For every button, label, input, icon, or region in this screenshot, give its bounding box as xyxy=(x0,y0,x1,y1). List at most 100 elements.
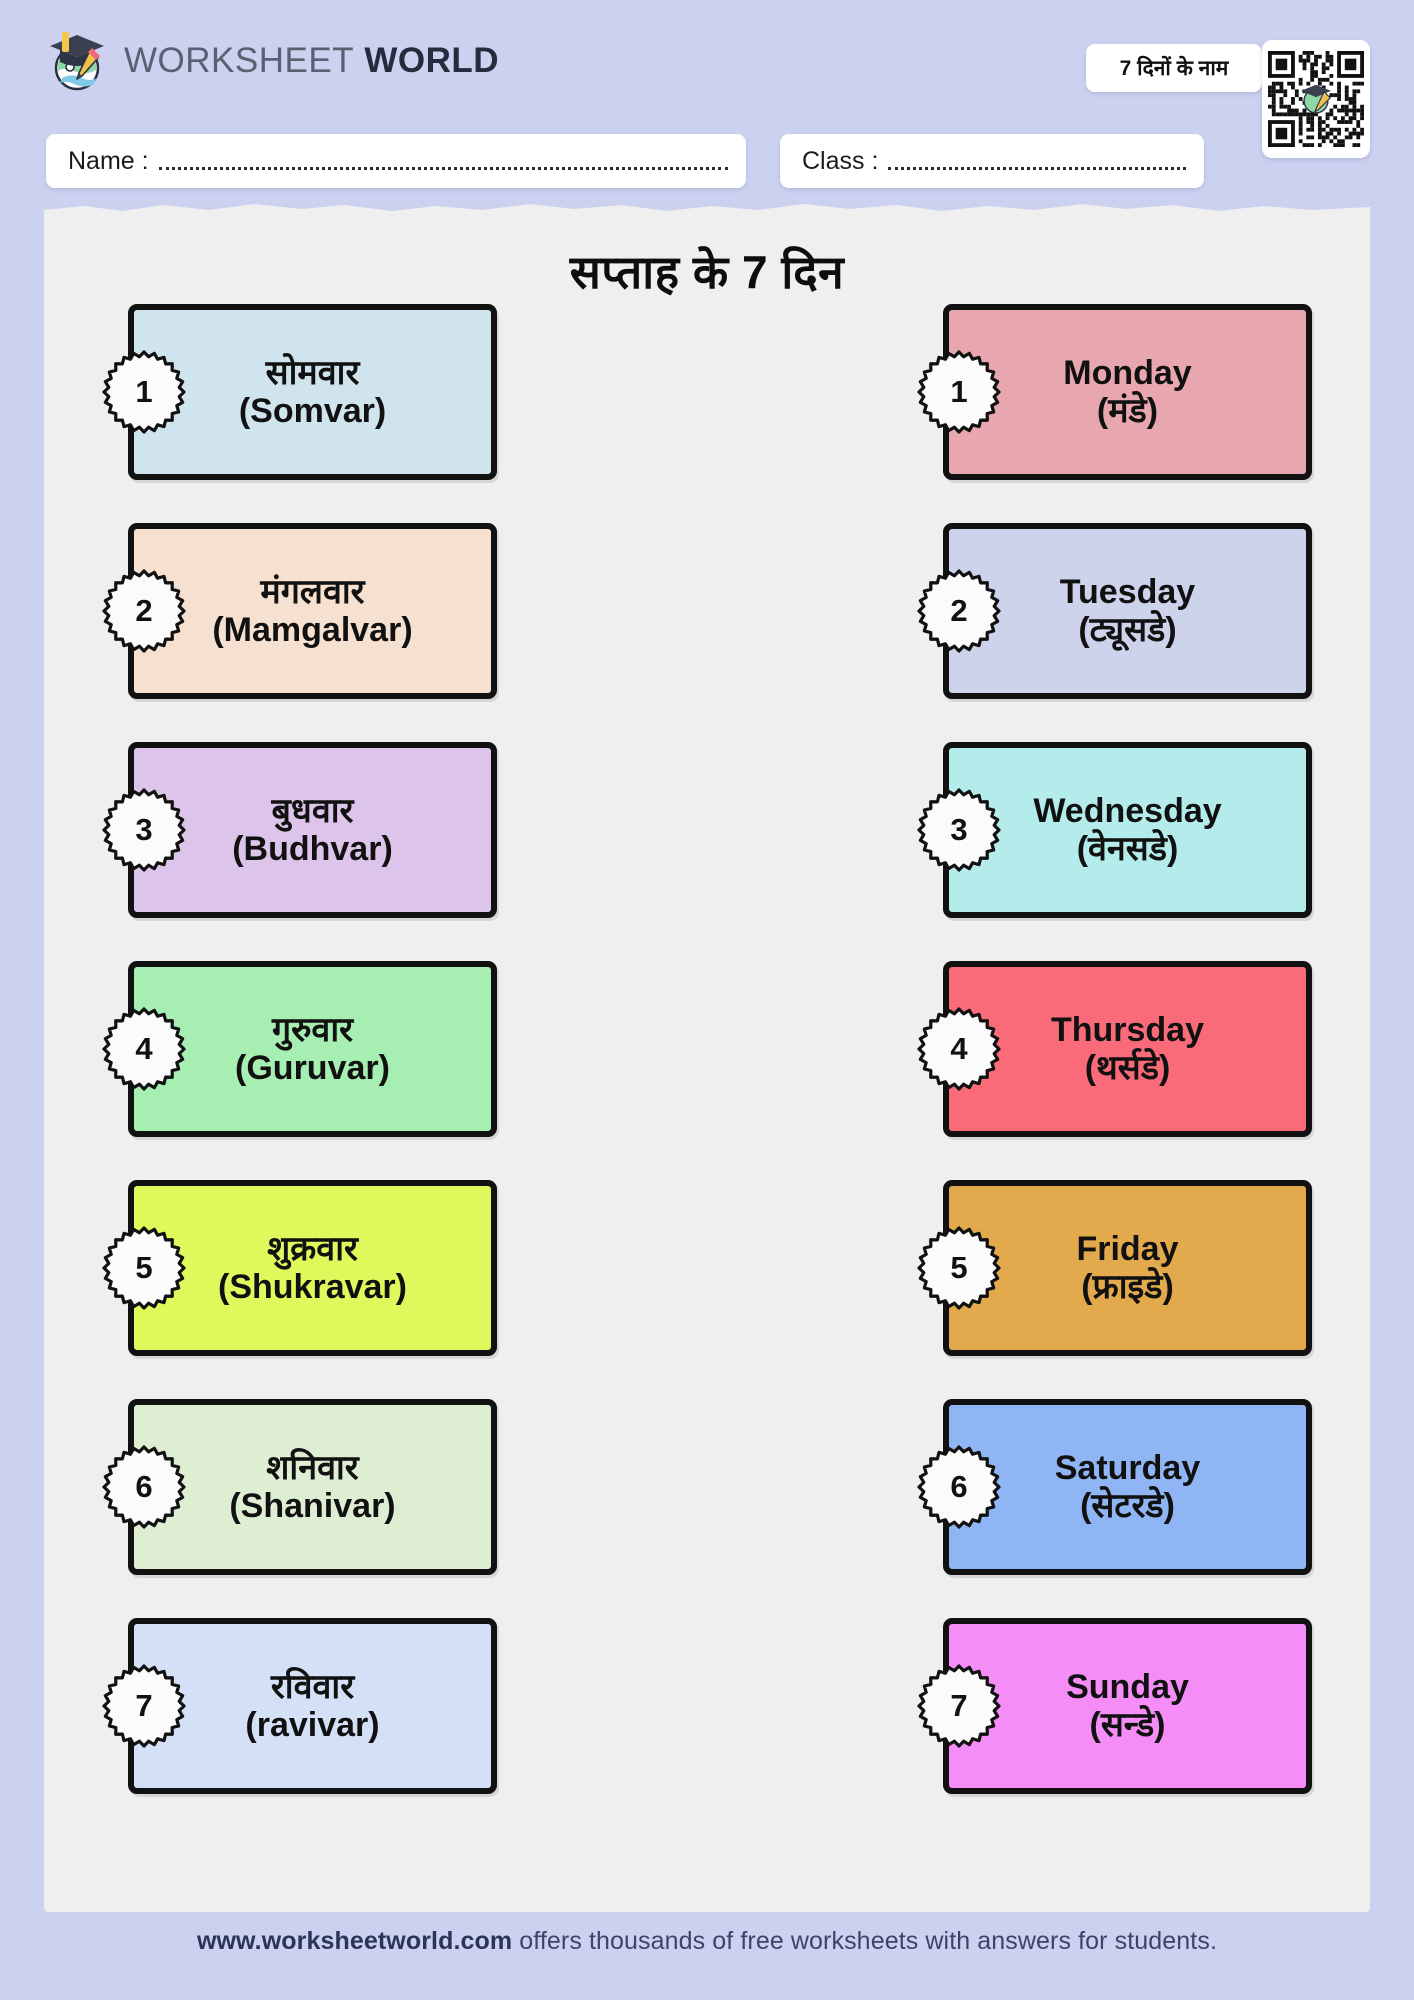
day-card-item: मंगलवार(Mamgalvar) 2 xyxy=(102,523,497,699)
day-card-secondary-label: (सन्डे) xyxy=(1089,1706,1166,1744)
class-field-label: Class : xyxy=(802,146,879,175)
day-card-number: 7 xyxy=(135,1688,153,1723)
starburst-icon xyxy=(102,350,186,434)
day-card-right-5[interactable]: Friday(फ्राइडे) xyxy=(943,1180,1312,1356)
topic-badge: 7 दिनों के नाम xyxy=(1086,44,1262,92)
starburst-number-badge: 1 xyxy=(102,350,186,434)
day-card-primary-label: गुरुवार xyxy=(271,1010,354,1049)
day-card-right-6[interactable]: Saturday(सेटरडे) xyxy=(943,1399,1312,1575)
starburst-number-badge: 4 xyxy=(102,1007,186,1091)
day-card-number: 7 xyxy=(950,1688,968,1723)
starburst-number-badge: 6 xyxy=(102,1445,186,1529)
day-card-number: 5 xyxy=(135,1250,153,1285)
starburst-number-badge: 7 xyxy=(102,1664,186,1748)
day-card-item: Wednesday(वेनसडे)3 xyxy=(917,742,1312,918)
starburst-number-badge: 2 xyxy=(917,569,1001,653)
day-card-left-4[interactable]: गुरुवार(Guruvar) xyxy=(128,961,497,1137)
day-card-item: Sunday(सन्डे)7 xyxy=(917,1618,1312,1794)
day-card-primary-label: शनिवार xyxy=(266,1448,359,1487)
brand: WORKSHEET WORLD xyxy=(46,28,499,94)
day-card-primary-label: शुक्रवार xyxy=(267,1229,358,1268)
day-card-left-5[interactable]: शुक्रवार(Shukravar) xyxy=(128,1180,497,1356)
day-card-number: 1 xyxy=(950,374,968,409)
day-card-primary-label: सोमवार xyxy=(265,353,360,392)
day-card-primary-label: Thursday xyxy=(1050,1010,1205,1049)
brand-word-world: WORLD xyxy=(364,41,500,80)
starburst-icon xyxy=(917,1007,1001,1091)
name-field[interactable]: Name : xyxy=(46,134,746,188)
qr-code[interactable] xyxy=(1262,40,1370,158)
day-card-primary-label: मंगलवार xyxy=(260,572,365,611)
footer: www.worksheetworld.com offers thousands … xyxy=(0,1927,1414,1956)
day-card-item: Friday(फ्राइडे)5 xyxy=(917,1180,1312,1356)
brand-word-worksheet: WORKSHEET xyxy=(124,41,355,80)
day-card-number: 4 xyxy=(135,1031,153,1066)
starburst-number-badge: 3 xyxy=(102,788,186,872)
day-card-secondary-label: (Shanivar) xyxy=(229,1487,396,1525)
starburst-icon xyxy=(102,569,186,653)
day-card-number: 4 xyxy=(950,1031,968,1066)
day-card-secondary-label: (मंडे) xyxy=(1096,392,1159,430)
starburst-icon xyxy=(917,569,1001,653)
day-card-right-3[interactable]: Wednesday(वेनसडे) xyxy=(943,742,1312,918)
day-card-right-4[interactable]: Thursday(थर्सडे) xyxy=(943,961,1312,1137)
day-card-primary-label: बुधवार xyxy=(271,791,354,830)
day-card-left-6[interactable]: शनिवार(Shanivar) xyxy=(128,1399,497,1575)
day-card-right-1[interactable]: Monday(मंडे) xyxy=(943,304,1312,480)
name-field-label: Name : xyxy=(68,146,149,175)
day-card-left-1[interactable]: सोमवार(Somvar) xyxy=(128,304,497,480)
brand-wordmark: WORKSHEET WORLD xyxy=(124,41,499,81)
starburst-number-badge: 6 xyxy=(917,1445,1001,1529)
day-card-secondary-label: (Mamgalvar) xyxy=(212,611,413,649)
footer-text: offers thousands of free worksheets with… xyxy=(512,1927,1218,1955)
footer-domain[interactable]: www.worksheetworld.com xyxy=(196,1927,513,1955)
day-card-right-7[interactable]: Sunday(सन्डे) xyxy=(943,1618,1312,1794)
starburst-number-badge: 2 xyxy=(102,569,186,653)
day-card-secondary-label: (Budhvar) xyxy=(232,830,393,868)
day-card-primary-label: Saturday xyxy=(1054,1448,1201,1487)
starburst-icon xyxy=(102,1664,186,1748)
starburst-number-badge: 7 xyxy=(917,1664,1001,1748)
page-title: सप्ताह के 7 दिन xyxy=(569,246,845,298)
torn-paper-edge xyxy=(44,198,1370,218)
day-card-primary-label: Monday xyxy=(1063,353,1192,392)
topic-badge-label: 7 दिनों के नाम xyxy=(1119,57,1229,80)
day-card-left-3[interactable]: बुधवार(Budhvar) xyxy=(128,742,497,918)
day-card-item: शनिवार(Shanivar)6 xyxy=(102,1399,497,1575)
day-card-item: Monday(मंडे)1 xyxy=(917,304,1312,480)
day-card-number: 5 xyxy=(950,1250,968,1285)
day-card-secondary-label: (फ्राइडे) xyxy=(1081,1268,1174,1306)
day-card-primary-label: Sunday xyxy=(1066,1667,1189,1706)
day-card-item: शुक्रवार(Shukravar)5 xyxy=(102,1180,497,1356)
day-card-primary-label: Tuesday xyxy=(1059,572,1196,611)
class-field-writing-line[interactable] xyxy=(888,166,1186,170)
day-card-item: बुधवार(Budhvar)3 xyxy=(102,742,497,918)
day-card-number: 6 xyxy=(135,1469,153,1504)
day-card-secondary-label: (ravivar) xyxy=(245,1706,380,1744)
starburst-icon xyxy=(102,1445,186,1529)
starburst-icon xyxy=(102,1226,186,1310)
day-card-number: 2 xyxy=(950,593,968,628)
day-card-secondary-label: (Shukravar) xyxy=(218,1268,407,1306)
starburst-number-badge: 5 xyxy=(102,1226,186,1310)
worksheet-world-logo-icon xyxy=(46,28,108,94)
starburst-icon xyxy=(917,1664,1001,1748)
starburst-number-badge: 5 xyxy=(917,1226,1001,1310)
day-card-secondary-label: (Somvar) xyxy=(238,392,387,430)
day-card-number: 3 xyxy=(135,812,153,847)
day-card-primary-label: Wednesday xyxy=(1033,791,1222,830)
day-card-left-7[interactable]: रविवार(ravivar) xyxy=(128,1618,497,1794)
starburst-icon xyxy=(102,1007,186,1091)
day-card-secondary-label: (वेनसडे) xyxy=(1076,830,1179,868)
day-card-number: 2 xyxy=(135,593,153,628)
name-field-writing-line[interactable] xyxy=(158,166,728,170)
day-card-secondary-label: (सेटरडे) xyxy=(1080,1487,1175,1525)
day-card-right-2[interactable]: Tuesday(ट्यूसडे) xyxy=(943,523,1312,699)
class-field[interactable]: Class : xyxy=(780,134,1204,188)
day-card-item: गुरुवार(Guruvar)4 xyxy=(102,961,497,1137)
